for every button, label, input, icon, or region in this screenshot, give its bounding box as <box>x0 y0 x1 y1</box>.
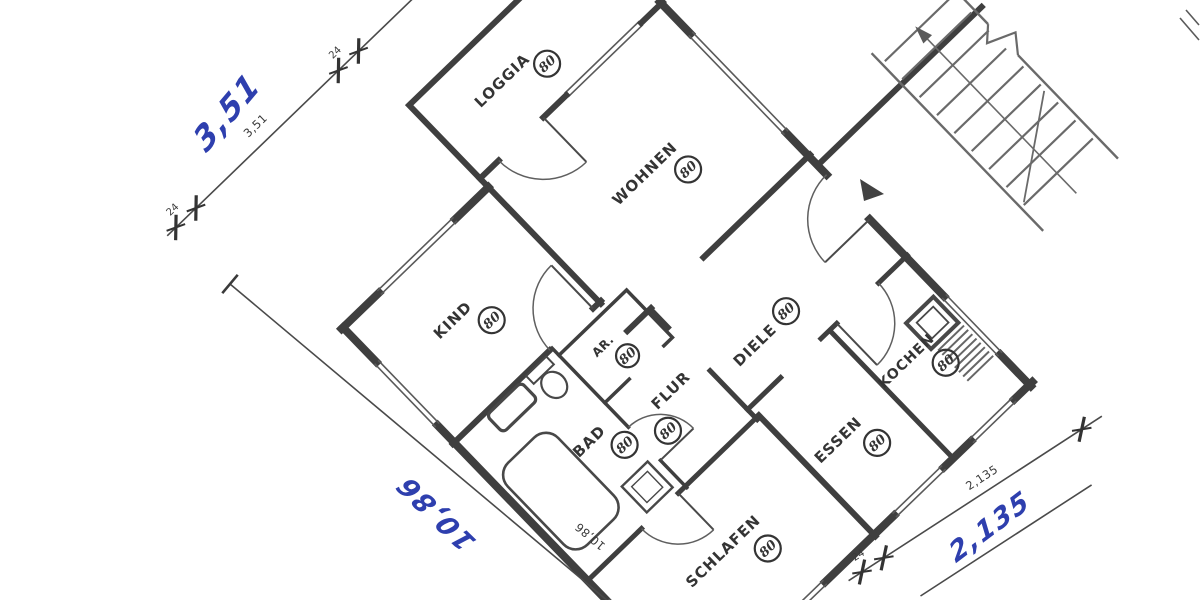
room-label-bad: BAD <box>569 422 609 462</box>
room-label-kind: KIND <box>430 298 476 343</box>
area-badge-essen: 80 <box>863 428 892 457</box>
toilet-icon <box>540 370 569 400</box>
interior-walls <box>448 0 957 585</box>
area-badge-ar: 80 <box>614 343 641 369</box>
doors <box>498 116 896 545</box>
break-line-icon <box>985 24 1020 56</box>
room-label-schlafen: SCHLAFEN <box>682 511 764 591</box>
sink-icon <box>486 382 538 433</box>
next-dimension-stub <box>920 484 1093 597</box>
room-label-essen: ESSEN <box>811 413 866 467</box>
windows <box>374 20 1017 600</box>
room-label-ar: AR. <box>589 333 617 360</box>
stair-cut-line <box>1022 90 1046 203</box>
dimension-bottom-right: 24 2,135 2,135 <box>847 415 1103 597</box>
area-badge-bad: 80 <box>610 430 639 459</box>
handwritten-dimension: 10,86 <box>390 470 483 555</box>
stair-arrow-icon <box>915 26 933 44</box>
area-badge-diele: 80 <box>771 297 801 326</box>
area-badge-schlafen: 80 <box>753 534 782 563</box>
room-label-diele: DIELE <box>730 320 781 370</box>
room-label-flur: FLUR <box>648 368 694 414</box>
washer-icon <box>620 459 675 515</box>
edge-cut-mark <box>1179 9 1200 41</box>
area-badge-flur: 80 <box>653 416 683 445</box>
room-label-loggia: LOGGIA <box>471 50 534 111</box>
area-badge-kind: 80 <box>477 306 506 335</box>
area-badge-loggia: 80 <box>532 49 562 78</box>
dimension-top-left: 24 24 3,51 3,51 <box>161 0 421 242</box>
room-label-wohnen: WOHNEN <box>609 138 681 209</box>
printed-dimension: 2,135 <box>963 462 1000 493</box>
bathtub-icon <box>501 431 620 551</box>
entry-arrow-icon <box>860 179 884 201</box>
handwritten-dimension: 3,51 <box>187 64 267 160</box>
wall-thickness-label: 24 <box>165 202 182 219</box>
kitchen-sink-icon <box>903 293 962 352</box>
wall-thickness-label: 24 <box>327 45 344 62</box>
room-label-kochen: KOCHEN <box>876 331 938 392</box>
staircase <box>870 0 1119 232</box>
handwritten-dimension: 2,135 <box>945 484 1035 569</box>
stair-direction-line <box>921 33 1077 194</box>
floor-plan: LOGGIA 80 WOHNEN 80 KIND 80 AR. 80 DIELE… <box>335 0 1038 600</box>
bathroom-fixtures <box>486 355 675 551</box>
outer-walls <box>335 0 1038 600</box>
stair-treads-icon <box>884 0 1094 206</box>
